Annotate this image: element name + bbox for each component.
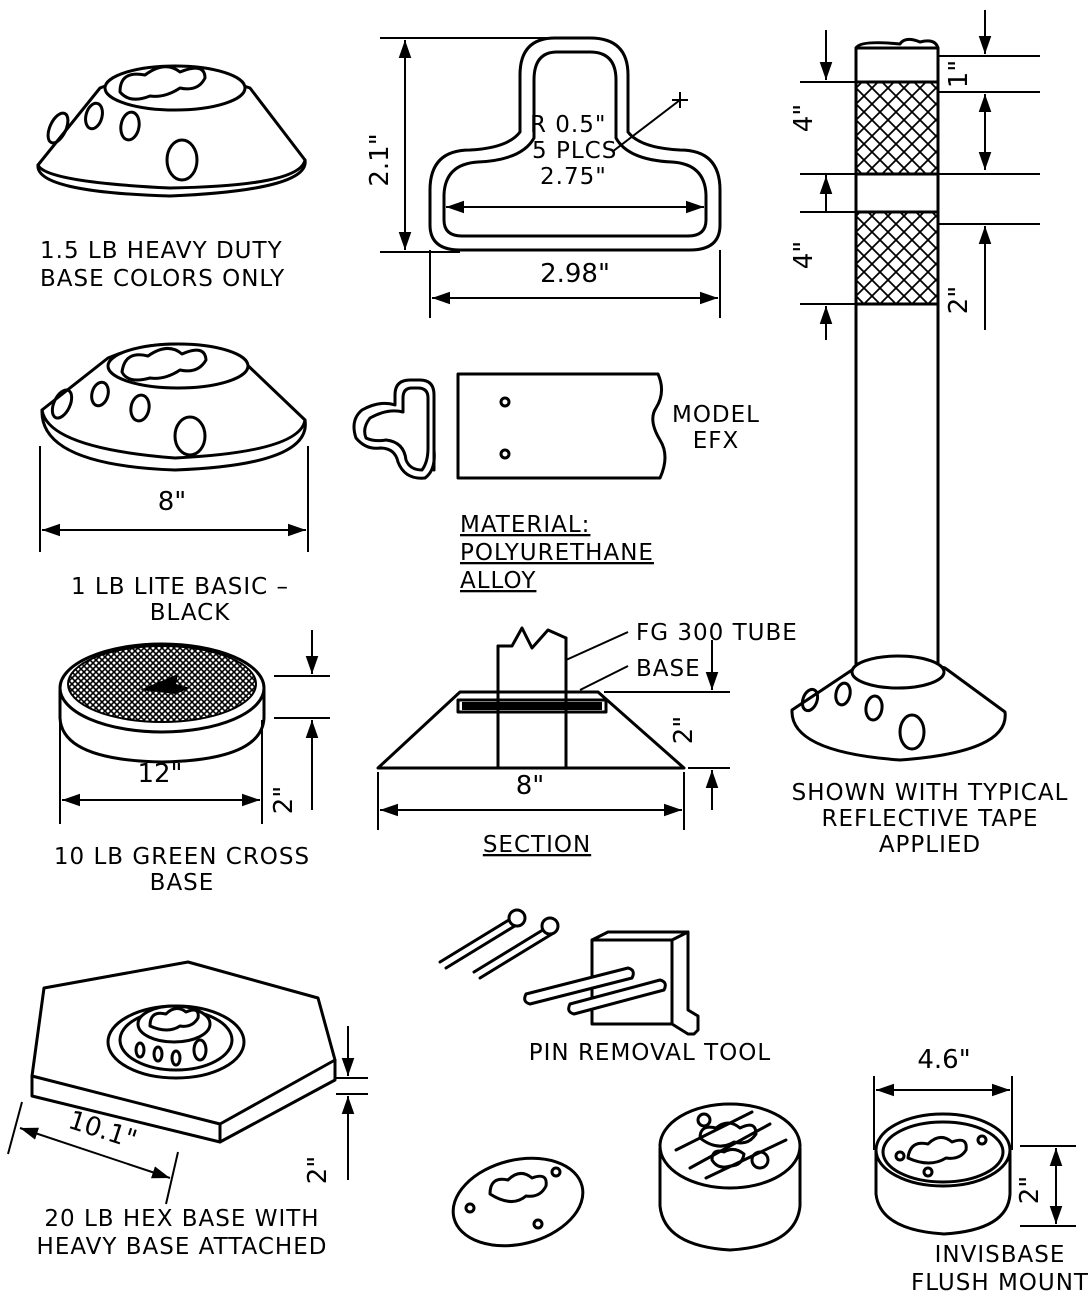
- hex-base-drawing: [7, 960, 368, 1205]
- lite-base-drawing: [39, 342, 309, 552]
- model-label-line2: EFX: [693, 428, 740, 454]
- tape-band-1-dim: 4": [789, 104, 819, 133]
- shown-label-line2: REFLECTIVE TAPE: [822, 806, 1039, 832]
- tkey-top-view: [380, 36, 722, 318]
- reflective-post-drawing: [790, 10, 1040, 762]
- hex-label-line2: HEAVY BASE ATTACHED: [37, 1234, 328, 1260]
- model-efx-drawing: [352, 372, 667, 480]
- invis-label-line1: INVISBASE: [935, 1242, 1066, 1268]
- lite-diameter-dim: 8": [158, 487, 187, 517]
- invisbase-flush-mount-drawing: [873, 1076, 1076, 1236]
- green-cross-base-drawing: [58, 630, 330, 824]
- tape-band-2-dim: 4": [789, 241, 819, 270]
- heavy-duty-base-drawing: [36, 64, 307, 198]
- heavy-duty-label-line1: 1.5 LB HEAVY DUTY: [40, 238, 283, 264]
- pin-tool-label: PIN REMOVAL TOOL: [529, 1040, 771, 1066]
- tkey-inner-width-dim: 2.75": [540, 164, 607, 190]
- hex-label-line1: 20 LB HEX BASE WITH: [44, 1206, 319, 1232]
- tape-bottom-gap-dim: 2": [944, 286, 974, 315]
- material-label-line3: ALLOY: [460, 568, 536, 594]
- green-label-line2: BASE: [150, 870, 215, 896]
- green-diameter-dim: 12": [137, 759, 182, 789]
- model-label-line1: MODEL: [672, 402, 760, 428]
- material-label-line1: MATERIAL:: [460, 512, 590, 538]
- radius-label-line2: 5 PLCS: [532, 138, 617, 164]
- tkey-height-dim: 2.1": [365, 133, 395, 186]
- green-height-dim: 2": [269, 786, 299, 815]
- lite-label-line2: BLACK: [150, 600, 231, 626]
- invis-height-dim: 2": [1015, 1176, 1045, 1205]
- invis-diameter-dim: 4.6": [917, 1045, 970, 1075]
- invisbase-housing-drawing: [658, 1102, 802, 1252]
- tape-top-gap-dim: 1": [944, 60, 974, 89]
- pin-removal-tool-drawing: [438, 908, 700, 1036]
- base-label: BASE: [636, 656, 701, 682]
- radius-label-line1: R 0.5": [530, 112, 606, 138]
- shown-label-line3: APPLIED: [879, 832, 981, 858]
- tube-label: FG 300 TUBE: [636, 620, 798, 646]
- shown-label-line1: SHOWN WITH TYPICAL: [792, 780, 1069, 806]
- invisbase-plate-drawing: [451, 1156, 585, 1248]
- section-drawing: [376, 626, 730, 830]
- heavy-duty-label-line2: BASE COLORS ONLY: [40, 266, 285, 292]
- section-title: SECTION: [483, 832, 591, 858]
- invis-label-line2: FLUSH MOUNT: [911, 1270, 1089, 1296]
- tkey-outer-width-dim: 2.98": [540, 259, 610, 289]
- section-height-dim: 2": [669, 716, 699, 745]
- section-width-dim: 8": [516, 771, 545, 801]
- material-label-line2: POLYURETHANE: [460, 540, 654, 566]
- hex-height-dim: 2": [303, 1156, 333, 1185]
- lite-label-line1: 1 LB LITE BASIC –: [71, 574, 289, 600]
- green-label-line1: 10 LB GREEN CROSS: [54, 844, 310, 870]
